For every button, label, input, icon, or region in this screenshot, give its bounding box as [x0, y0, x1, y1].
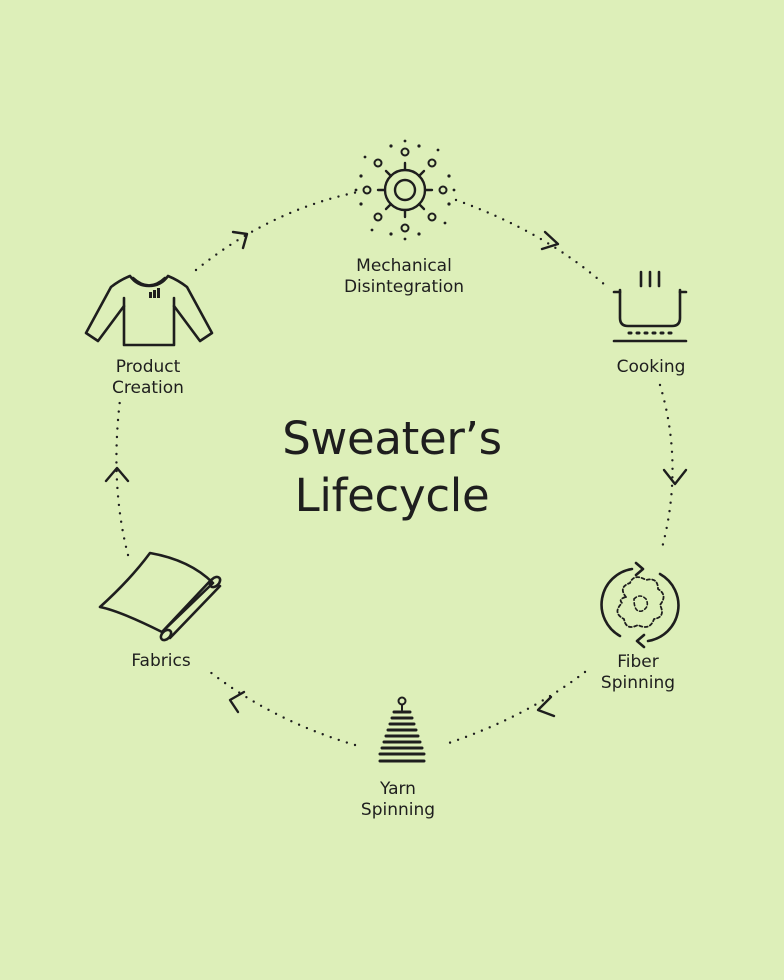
arrow-up-left — [104, 466, 130, 483]
stage-label-line: Disintegration — [343, 277, 465, 297]
stage-label-line: Mechanical — [356, 256, 452, 276]
stage-label-line: Spinning — [360, 800, 436, 820]
connector-yarn-to-fabrics — [203, 666, 357, 747]
connector-cooking-to-fiber — [658, 383, 674, 550]
arrow-down-right — [662, 468, 688, 486]
stage-label-line: Fabrics — [131, 651, 191, 671]
arrow-left-bottom — [228, 690, 246, 714]
yarn-spool-icon — [378, 696, 426, 763]
connector-mechanical-to-cooking — [454, 198, 607, 287]
stage-label-cooking: Cooking — [561, 357, 741, 378]
arrow-right-top — [540, 230, 560, 251]
connector-fabrics-to-product — [115, 398, 130, 557]
pot-on-stove-icon — [612, 270, 688, 343]
stage-label-line: Creation — [112, 378, 184, 398]
stage-label-fabrics: Fabrics — [71, 651, 251, 672]
arrow-down-left — [536, 695, 556, 718]
stage-label-line: Fiber — [617, 652, 659, 672]
gear-burst-icon — [354, 139, 456, 241]
stage-label-line: Yarn — [380, 779, 416, 799]
title-line-2: Lifecycle — [294, 469, 490, 522]
sweater-icon — [84, 274, 214, 347]
title-line-1: Sweater’s — [282, 412, 502, 465]
stage-label-fiber-spinning: Fiber Spinning — [548, 652, 728, 694]
diagram-title: Sweater’s Lifecycle — [192, 410, 592, 524]
stage-label-line: Product — [115, 357, 181, 377]
stage-label-line: Cooking — [616, 357, 686, 377]
connector-fiber-to-yarn — [441, 670, 587, 747]
arrow-up-top — [231, 230, 249, 250]
stage-label-yarn-spinning: Yarn Spinning — [308, 779, 488, 821]
fabric-roll-icon — [98, 551, 222, 642]
stage-label-mechanical-disintegration: Mechanical Disintegration — [314, 256, 494, 298]
stage-label-product-creation: Product Creation — [58, 357, 238, 399]
fiber-spinning-icon — [600, 561, 680, 649]
stage-label-line: Spinning — [600, 673, 676, 693]
